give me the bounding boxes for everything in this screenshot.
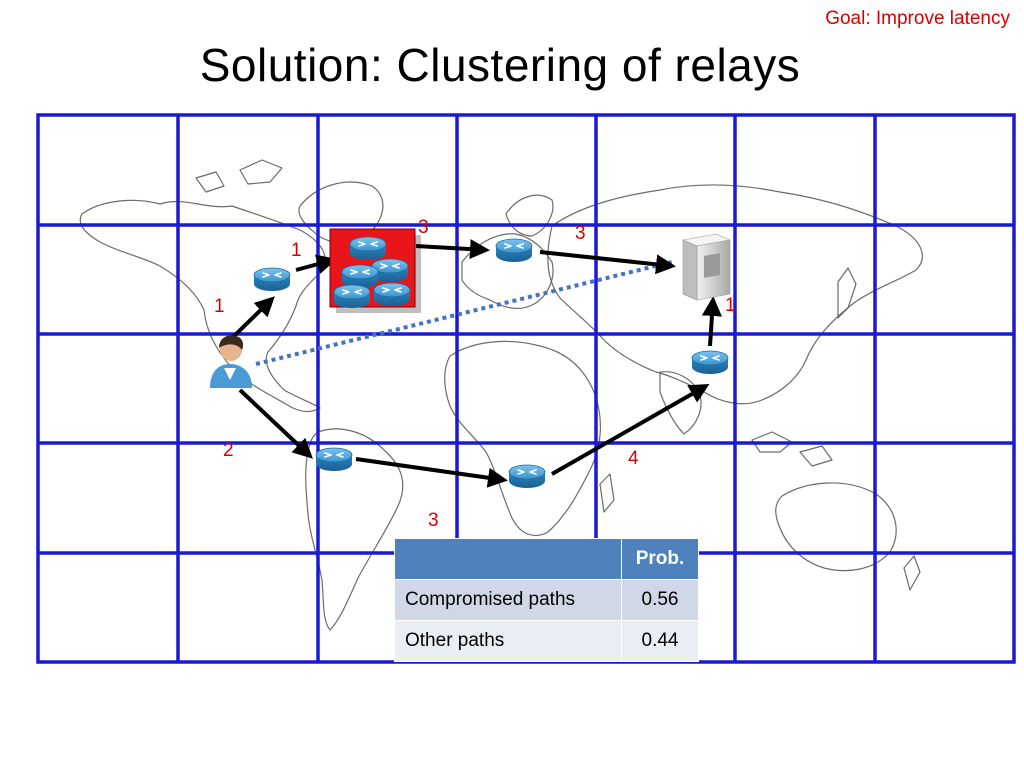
hop-label: 1 [291, 240, 302, 261]
user-icon [210, 335, 252, 388]
hop-label: 4 [628, 448, 639, 469]
hop-label: 3 [418, 217, 429, 238]
server-icon [681, 233, 732, 301]
japan-outline [837, 267, 857, 319]
router-icon [253, 267, 291, 292]
arrow-router-d-to-router-e [355, 457, 508, 488]
router-icon [691, 350, 729, 375]
table-row: Other paths 0.44 [394, 620, 699, 662]
india-outline [659, 371, 702, 435]
arrow-router-a-to-cluster [295, 254, 337, 274]
hop-label: 3 [575, 223, 586, 244]
southeast-asia-islands-outline [751, 431, 833, 467]
arrow-user-to-router-d [238, 388, 313, 459]
probability-table: Prob. Compromised paths 0.56 Other paths… [394, 538, 699, 662]
table-cell-value: 0.44 [621, 620, 699, 662]
arrow-user-to-router-a [230, 296, 275, 340]
australia-outline [775, 482, 897, 572]
arrow-cluster-to-router-b [415, 239, 490, 260]
path-arrows [230, 239, 722, 488]
new-zealand-outline [903, 555, 921, 591]
africa-outline [444, 340, 601, 537]
madagascar-outline [599, 473, 615, 513]
hop-label: 1 [725, 295, 736, 316]
table-cell-label: Other paths [394, 620, 622, 662]
table-header-prob: Prob. [621, 538, 699, 580]
table-cell-label: Compromised paths [394, 579, 622, 621]
arrow-router-e-to-router-f [551, 384, 710, 476]
hop-labels: 1 1 3 3 1 2 3 4 [214, 217, 736, 531]
hop-label: 1 [214, 296, 225, 317]
router-icon [495, 238, 533, 263]
hop-label: 3 [428, 510, 439, 531]
south-america-outline [305, 428, 404, 631]
router-cluster-icon [329, 228, 421, 313]
arrow-router-f-to-server [701, 296, 722, 347]
asia-outline [547, 184, 923, 405]
table-cell-value: 0.56 [621, 579, 699, 621]
scandinavia-outline [505, 194, 554, 237]
region-grid [36, 113, 1016, 664]
router-icon [315, 447, 353, 472]
arctic-islands-outline [195, 159, 283, 193]
table-row: Compromised paths 0.56 [394, 579, 699, 621]
arrow-router-b-to-server [539, 250, 676, 275]
table-header-blank [394, 538, 622, 580]
hop-label: 2 [223, 440, 234, 461]
north-america-outline [79, 199, 326, 413]
router-icon [508, 464, 546, 489]
table-header-row: Prob. [394, 538, 699, 580]
europe-outline [461, 233, 554, 309]
slide-title: Solution: Clustering of relays [199, 39, 801, 91]
goal-text: Goal: Improve latency [825, 8, 1010, 29]
